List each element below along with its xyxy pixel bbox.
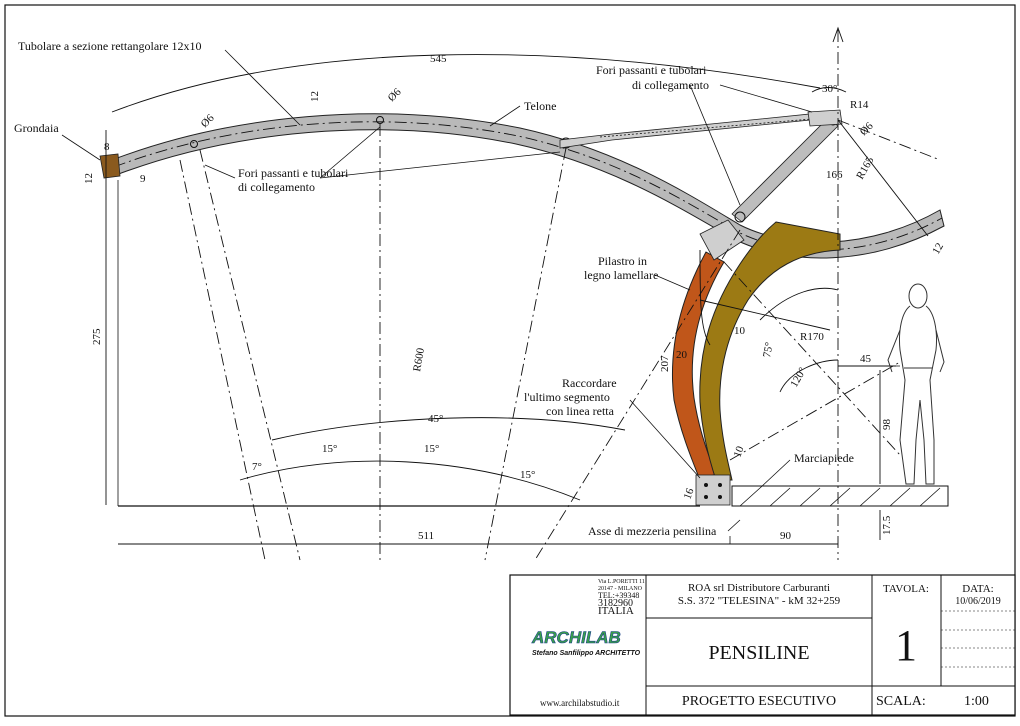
dim-166: 166: [826, 169, 843, 181]
tie-rod: [559, 113, 811, 149]
website: www.archilabstudio.it: [540, 698, 620, 708]
logo-sub: Stefano Sanfilippo ARCHITETTO: [532, 650, 641, 657]
dim-75deg: 75°: [761, 341, 775, 358]
label-raccordare-1: Raccordare: [562, 376, 617, 390]
label-fori-left-1: Fori passanti e tubolari: [238, 166, 349, 180]
dim-10-a: 10: [734, 325, 746, 337]
label-raccordare-3: con linea retta: [546, 404, 615, 418]
dim-16: 16: [682, 486, 697, 501]
dim-45deg: 45°: [428, 413, 443, 425]
phone: TEL:+39348: [598, 591, 639, 600]
label-tubolare: Tubolare a sezione rettangolare 12x10: [18, 39, 202, 53]
address-2: 20147 - MILANO: [598, 586, 643, 592]
address-1: Via L.PORETTI 11: [598, 579, 645, 585]
sheet-border: [4, 4, 1016, 717]
dim-10-b: 10: [732, 444, 747, 459]
label-grondaia: Grondaia: [14, 121, 59, 135]
dim-r14: R14: [850, 99, 869, 111]
hole-1: [190, 140, 198, 148]
label-pilastro-1: Pilastro in: [598, 254, 647, 268]
scala-label: SCALA:: [876, 694, 926, 709]
project-title: PENSILINE: [708, 642, 809, 664]
sidewalk: [731, 485, 949, 507]
canopy-tube: [111, 113, 945, 259]
arc-545: [111, 54, 821, 113]
phase: PROGETTO ESECUTIVO: [682, 694, 836, 709]
scala-value: 1:00: [964, 694, 989, 709]
country: ITALIA: [598, 605, 634, 617]
data-value: 10/06/2019: [955, 596, 1001, 607]
dim-511: 511: [418, 530, 434, 542]
tavola-number: 1: [895, 621, 917, 670]
top-pillar-plate: [699, 219, 745, 261]
dim-r170: R170: [800, 331, 824, 343]
phone-2: 3182960: [598, 598, 633, 609]
title-block: Via L.PORETTI 11 20147 - MILANO TEL:+393…: [509, 574, 1016, 716]
dim-r165: R165: [854, 154, 877, 181]
dim-207: 207: [659, 355, 671, 372]
pillar-outer: [699, 221, 841, 481]
dim-17-5: 17.5: [881, 515, 893, 535]
dim-8: 8: [104, 141, 110, 153]
label-telone: Telone: [524, 99, 556, 113]
dim-45: 45: [860, 353, 872, 365]
client: ROA srl Distributore Carburanti: [688, 582, 830, 594]
logo-archilab: ARCHILAB: [531, 628, 621, 647]
tie-rod-line: [599, 116, 836, 138]
tavola-label: TAVOLA:: [883, 583, 929, 595]
label-asse: Asse di mezzeria pensilina: [588, 524, 717, 538]
strut-joint: [734, 211, 746, 223]
dim-120deg: 120°: [788, 365, 809, 389]
gutter: [99, 153, 121, 179]
dim-9: 9: [140, 173, 146, 185]
top-plate: [807, 109, 843, 127]
dim-12-right: 12: [930, 241, 946, 257]
label-fori-right-1: Fori passanti e tubolari: [596, 63, 707, 77]
data-label: DATA:: [962, 583, 994, 595]
dim-phi6-b: Ø6: [386, 86, 404, 104]
dim-275: 275: [91, 328, 103, 345]
dim-15deg-a: 15°: [322, 443, 337, 455]
location: S.S. 372 "TELESINA" - kM 32+259: [678, 595, 841, 607]
dim-90: 90: [780, 530, 792, 542]
dim-12-left: 12: [83, 173, 95, 184]
dim-20: 20: [676, 349, 688, 361]
dim-phi6-c: Ø6: [858, 120, 876, 138]
person-silhouette: [887, 283, 945, 485]
dim-12-top: 12: [309, 91, 321, 102]
dim-15deg-b: 15°: [424, 443, 439, 455]
dim-7deg: 7°: [252, 461, 262, 473]
label-marciapiede: Marciapiede: [794, 451, 854, 465]
label-fori-left-2: di collegamento: [238, 180, 315, 194]
hole-2: [376, 116, 384, 124]
label-pilastro-2: legno lamellare: [584, 268, 658, 282]
dim-15deg-c: 15°: [520, 469, 535, 481]
label-raccordare-2: l'ultimo segmento: [524, 390, 610, 404]
base-plate: [695, 474, 731, 506]
dim-545: 545: [430, 53, 447, 65]
dim-30deg: 30°: [822, 83, 837, 95]
dim-r600: R600: [411, 346, 427, 372]
dim-phi6-a: Ø6: [199, 112, 217, 130]
diagonal-strut: [731, 117, 839, 223]
label-fori-right-2: di collegamento: [632, 78, 709, 92]
dim-98: 98: [881, 419, 893, 431]
